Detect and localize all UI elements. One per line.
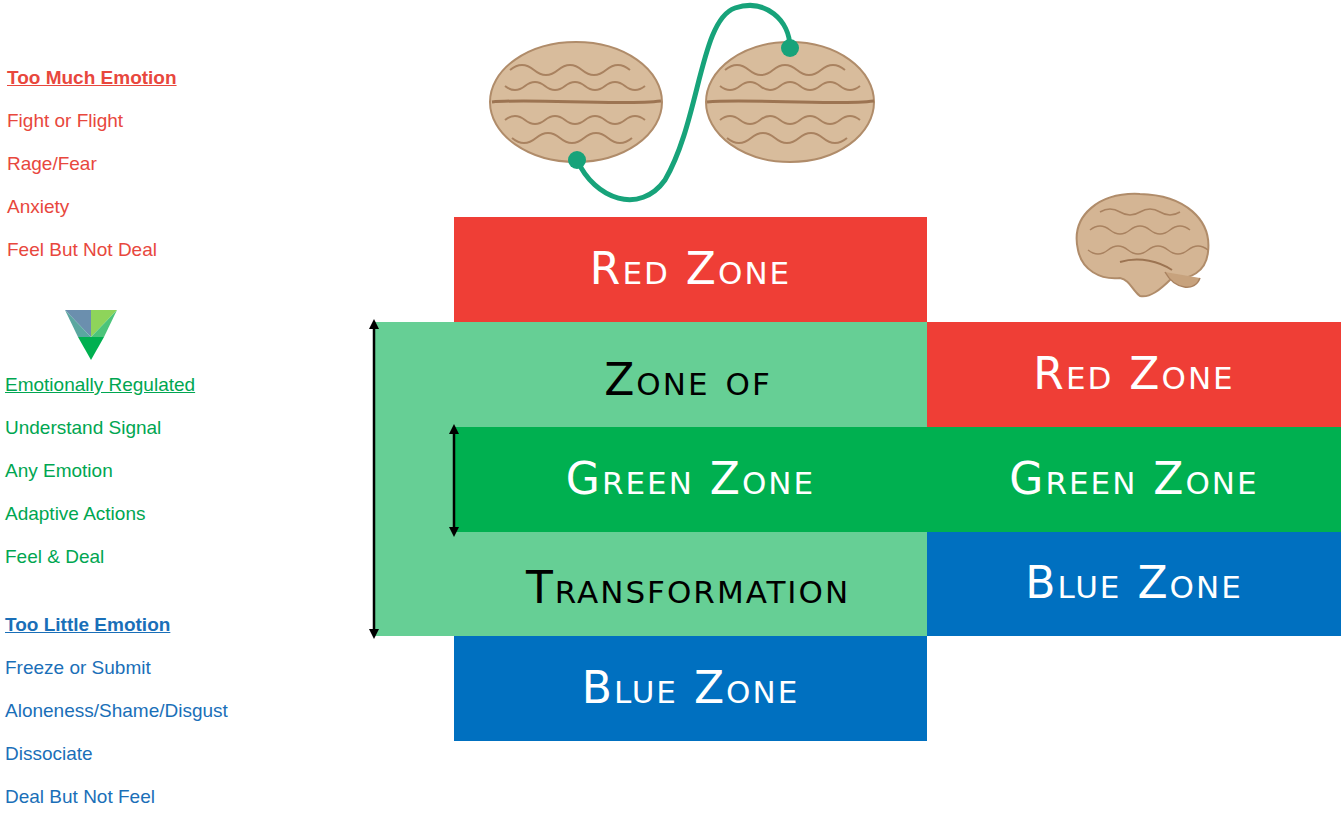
list-item: Anxiety xyxy=(7,195,69,219)
list-item: Understand Signal xyxy=(5,416,161,440)
brain-top-right xyxy=(706,42,874,162)
zone-label: Red Zone xyxy=(927,348,1341,400)
section-heading: Too Little Emotion xyxy=(5,613,170,637)
zone-box: Red Zone xyxy=(927,322,1341,427)
zone-box: Red Zone xyxy=(454,217,927,322)
zone-label: Blue Zone xyxy=(927,557,1341,609)
zone-box: Green Zone xyxy=(927,427,1341,532)
zone-box: Blue Zone xyxy=(927,532,1341,636)
brain-top-left xyxy=(490,42,662,162)
zone-label: Blue Zone xyxy=(454,662,927,714)
list-item: Freeze or Submit xyxy=(5,656,151,680)
list-item: Adaptive Actions xyxy=(5,502,145,526)
list-item: Aloneness/Shame/Disgust xyxy=(5,699,228,723)
section-heading: Too Much Emotion xyxy=(7,66,177,90)
zone-label: Green Zone xyxy=(927,453,1341,505)
brain-side xyxy=(1077,194,1209,296)
zone-label: Red Zone xyxy=(454,243,927,295)
range-bracket-wide xyxy=(373,324,376,634)
list-item: Feel & Deal xyxy=(5,545,104,569)
zone-box: Blue Zone xyxy=(454,636,927,741)
range-bracket-narrow xyxy=(453,429,456,532)
triangle-logo xyxy=(65,310,117,360)
list-item: Dissociate xyxy=(5,742,93,766)
list-item: Deal But Not Feel xyxy=(5,785,155,809)
zone-box: Green Zone xyxy=(454,427,927,532)
brain-link-curve xyxy=(568,6,799,200)
list-item: Any Emotion xyxy=(5,459,113,483)
list-item: Fight or Flight xyxy=(7,109,123,133)
zone-label: Green Zone xyxy=(454,453,927,505)
list-item: Rage/Fear xyxy=(7,152,97,176)
section-heading: Emotionally Regulated xyxy=(5,373,195,397)
list-item: Feel But Not Deal xyxy=(7,238,157,262)
zone-box: Zone of TransformationGreen Zone xyxy=(373,322,927,636)
